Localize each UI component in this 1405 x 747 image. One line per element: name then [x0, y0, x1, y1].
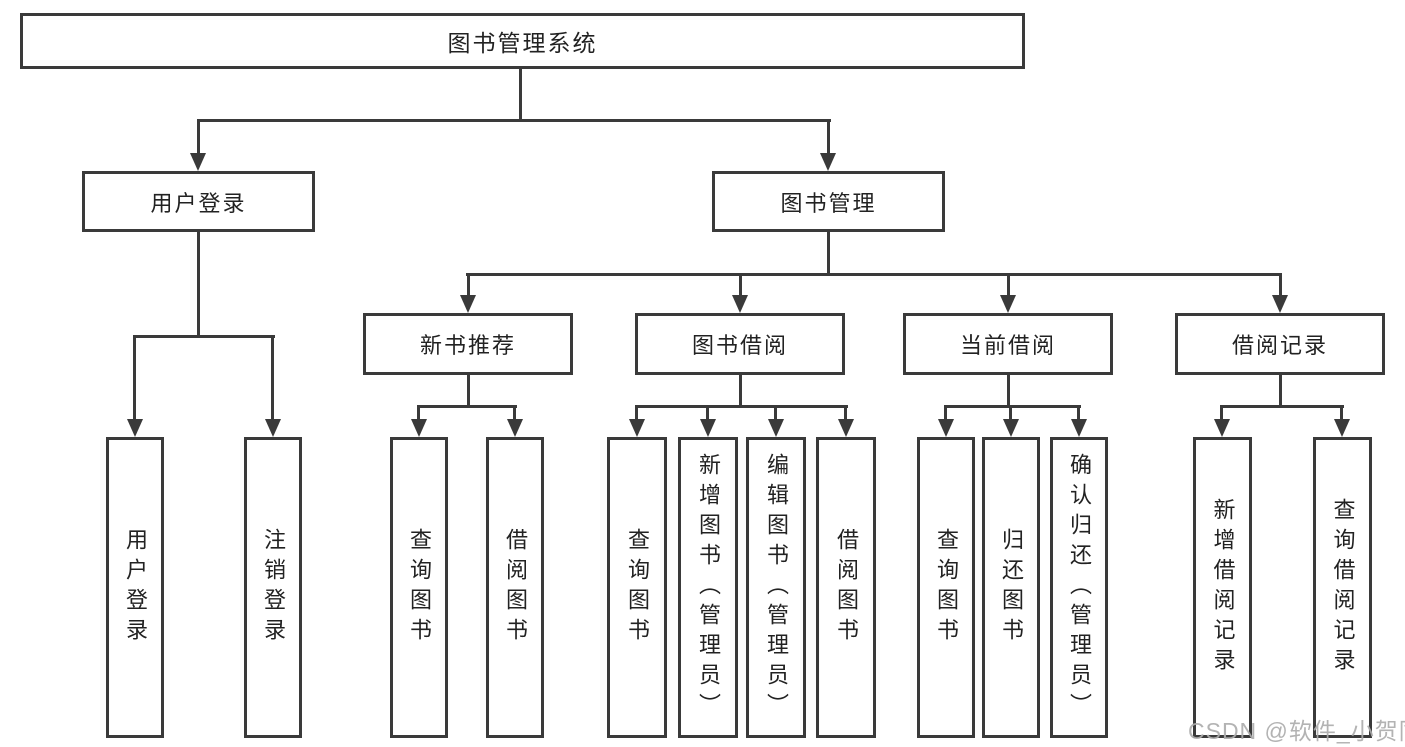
connector-line: [944, 405, 1081, 408]
connector-line: [1340, 405, 1343, 422]
connector-line: [739, 273, 742, 298]
leaf-confirm-return-admin: 确认归还（管理员）: [1050, 437, 1108, 738]
connector-line: [635, 405, 848, 408]
node-book-borrowing: 图书借阅: [635, 313, 845, 375]
arrow-down: [411, 419, 427, 437]
connector-line: [1009, 405, 1012, 422]
arrow-down: [1003, 419, 1019, 437]
connector-line: [1220, 405, 1344, 408]
connector-line: [1220, 405, 1223, 422]
node-library-management-system: 图书管理系统: [20, 13, 1025, 69]
leaf-query-books-borrowing: 查询图书: [607, 437, 667, 738]
connector-line: [271, 335, 274, 422]
arrow-down: [629, 419, 645, 437]
connector-line: [774, 405, 777, 422]
connector-line: [133, 335, 275, 338]
arrow-down: [127, 419, 143, 437]
connector-line: [1279, 273, 1282, 298]
connector-line: [417, 405, 420, 422]
arrow-down: [838, 419, 854, 437]
node-current-borrowing: 当前借阅: [903, 313, 1113, 375]
arrow-down: [820, 153, 836, 171]
arrow-down: [732, 295, 748, 313]
watermark: CSDN @软件_小贺同学: [1188, 718, 1405, 744]
leaf-add-borrow-record: 新增借阅记录: [1193, 437, 1252, 738]
connector-line: [1007, 273, 1010, 298]
node-borrowing-records: 借阅记录: [1175, 313, 1385, 375]
leaf-add-book-admin: 新增图书（管理员）: [678, 437, 738, 738]
connector-line: [197, 119, 200, 156]
connector-line: [844, 405, 847, 422]
arrow-down: [938, 419, 954, 437]
connector-line: [827, 119, 830, 156]
connector-line: [467, 273, 470, 298]
node-user-login: 用户登录: [82, 171, 315, 232]
arrow-down: [460, 295, 476, 313]
connector-line: [1007, 374, 1010, 407]
connector-line: [197, 230, 200, 337]
connector-line: [635, 405, 638, 422]
leaf-user-login: 用户登录: [106, 437, 164, 738]
connector-line: [467, 374, 470, 407]
arrow-down: [1272, 295, 1288, 313]
arrow-down: [190, 153, 206, 171]
node-new-book-recommendation: 新书推荐: [363, 313, 573, 375]
node-book-management: 图书管理: [712, 171, 945, 232]
arrow-down: [1071, 419, 1087, 437]
connector-line: [827, 230, 830, 276]
arrow-down: [507, 419, 523, 437]
leaf-query-books-recommend: 查询图书: [390, 437, 448, 738]
leaf-borrow-books-borrowing: 借阅图书: [816, 437, 876, 738]
connector-line: [513, 405, 516, 422]
leaf-query-books-current: 查询图书: [917, 437, 975, 738]
connector-line: [1279, 373, 1282, 407]
leaf-return-book: 归还图书: [982, 437, 1040, 738]
connector-line: [944, 405, 947, 422]
arrow-down: [265, 419, 281, 437]
arrow-down: [1214, 419, 1230, 437]
arrow-down: [700, 419, 716, 437]
connector-line: [466, 273, 1282, 276]
arrow-down: [1334, 419, 1350, 437]
connector-line: [197, 119, 831, 122]
connector-line: [1077, 405, 1080, 422]
connector-line: [417, 405, 517, 408]
arrow-down: [1000, 295, 1016, 313]
connector-line: [133, 335, 136, 422]
arrow-down: [768, 419, 784, 437]
leaf-borrow-books-recommend: 借阅图书: [486, 437, 544, 738]
leaf-edit-book-admin: 编辑图书（管理员）: [746, 437, 806, 738]
connector-line: [519, 67, 522, 121]
leaf-query-borrow-record: 查询借阅记录: [1313, 437, 1372, 738]
connector-line: [706, 405, 709, 422]
connector-line: [739, 374, 742, 407]
leaf-logout: 注销登录: [244, 437, 302, 738]
